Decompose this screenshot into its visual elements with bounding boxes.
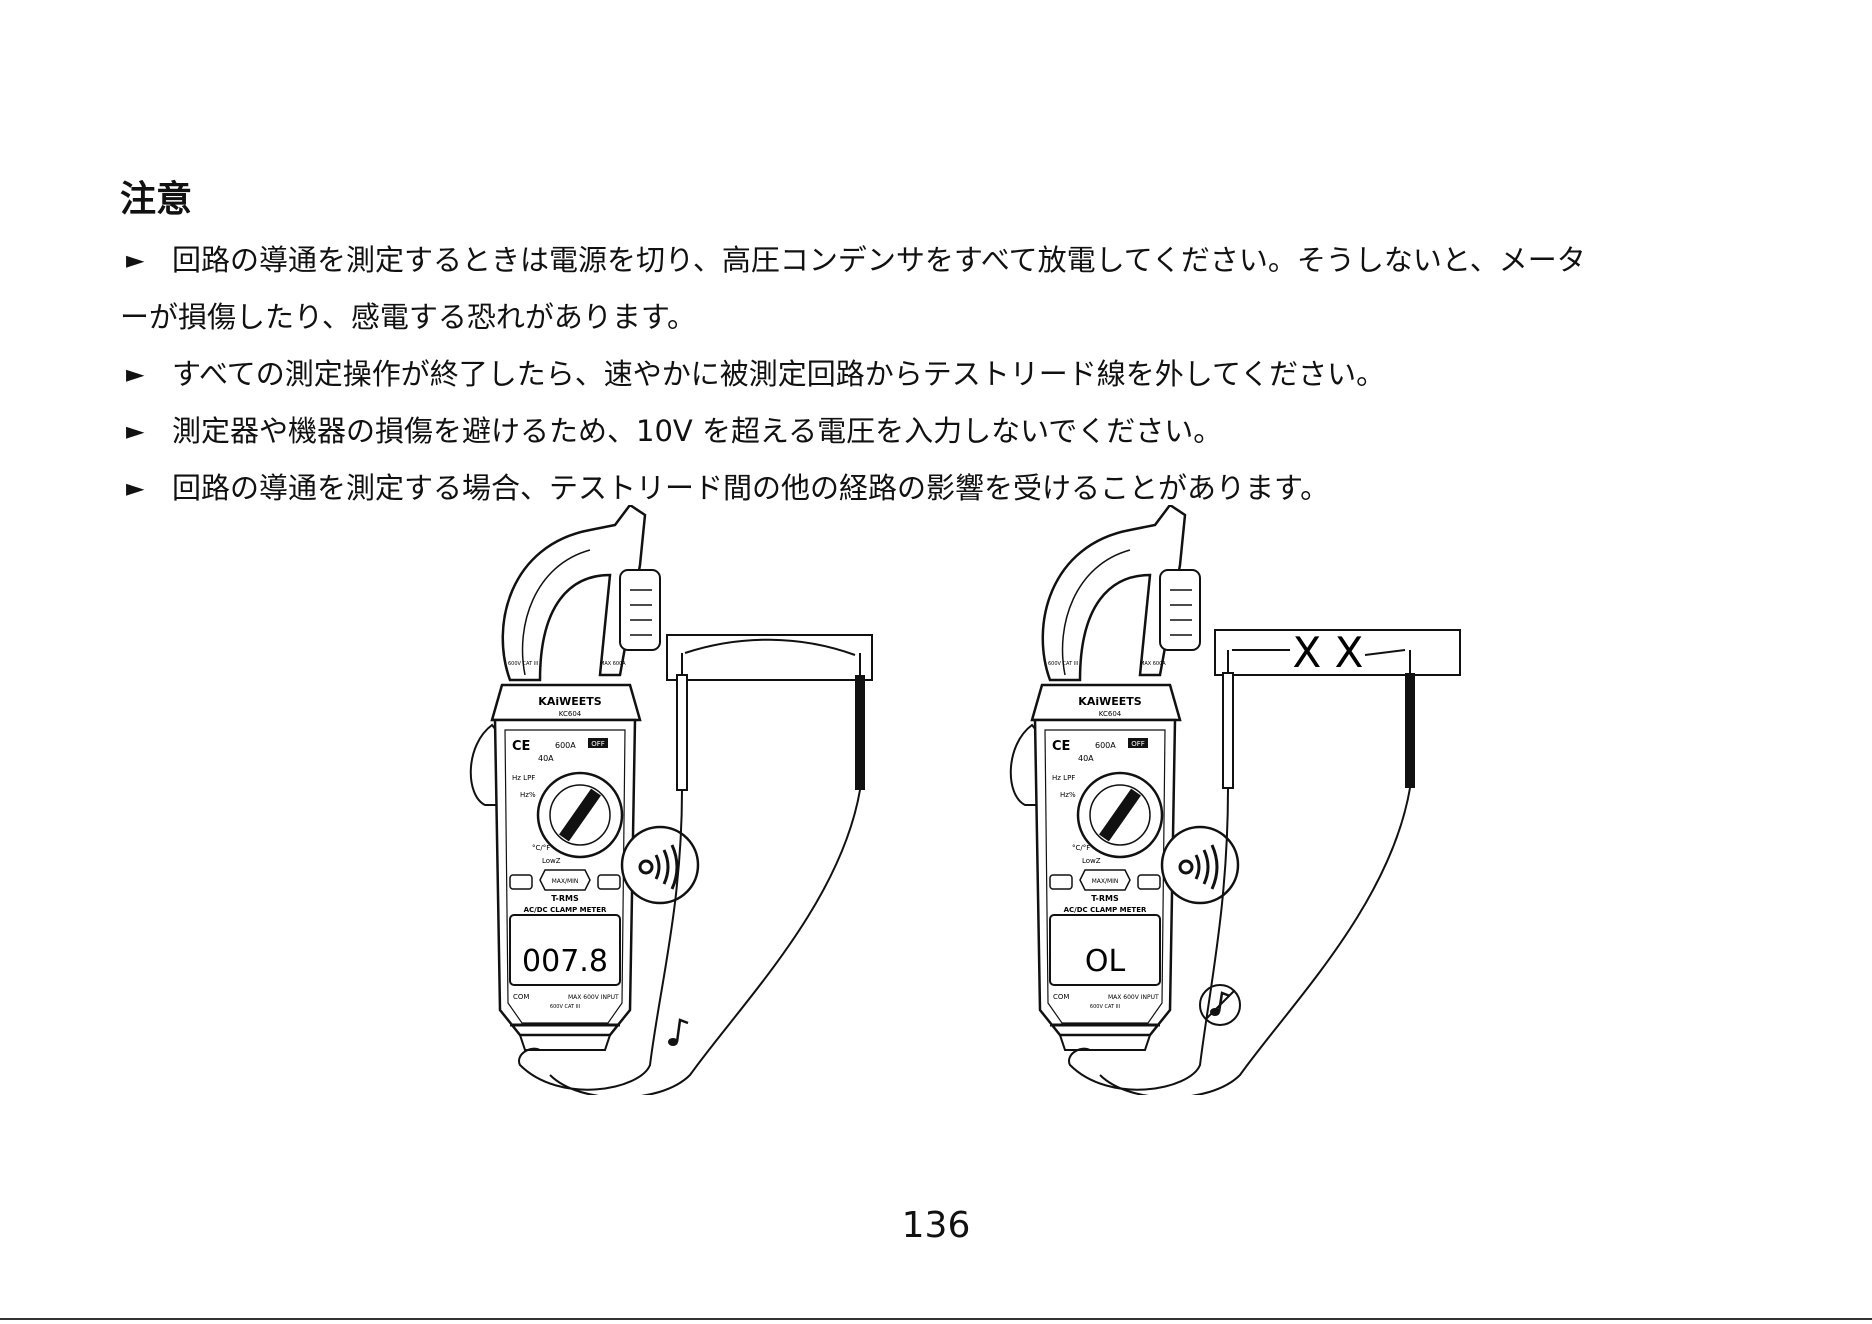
- beep-sound-icon: [638, 859, 654, 875]
- input-jack-label: MAX 600V INPUT: [568, 994, 619, 1001]
- off-label: OFF: [591, 740, 605, 748]
- ce-mark: CE: [512, 739, 530, 754]
- hz-percent-label: Hz%: [520, 791, 536, 799]
- warning-cat-label: 600V CAT III: [1048, 661, 1078, 667]
- warning-max-label: MAX 600A: [1140, 661, 1166, 667]
- cat-rating-label: 600V CAT III: [1090, 1004, 1120, 1010]
- music-note-icon: [668, 1018, 689, 1046]
- temperature-label: °C/°F: [532, 844, 550, 852]
- lcd-reading: 007.8: [522, 944, 608, 979]
- cat-rating-label: 600V CAT III: [550, 1004, 580, 1010]
- circuit-left: [518, 634, 873, 1095]
- bullet-marker-icon: ►: [126, 246, 145, 274]
- lcd-reading: OL: [1085, 944, 1126, 979]
- lowz-label: LowZ: [1082, 857, 1101, 865]
- hz-percent-label: Hz%: [1060, 791, 1076, 799]
- continuity-test-illustration: KAiWEETS KC604 CE 600A 40A OFF Hz LPF Hz…: [469, 505, 1461, 1095]
- caution-list: ► 回路の導通を測定するときは電源を切り、高圧コンデンサをすべて放電してください…: [120, 232, 1770, 517]
- bottom-rule: [0, 1318, 1872, 1320]
- warning-max-label: MAX 600A: [600, 661, 626, 667]
- meter-title-label: AC/DC CLAMP METER: [524, 906, 607, 914]
- bullet-text-1-continuation: ーが損傷したり、感電する恐れがあります。: [120, 300, 696, 334]
- break-marks: X X: [1293, 628, 1364, 677]
- input-jack-label: MAX 600V INPUT: [1108, 994, 1159, 1001]
- clamp-meter-left: KAiWEETS KC604 CE 600A 40A OFF Hz LPF Hz…: [469, 505, 700, 1052]
- maxmin-button-label: MAX/MIN: [552, 878, 579, 885]
- off-marker: [1128, 738, 1148, 748]
- bullet-text-2: すべての測定操作が終了したら、速やかに被測定回路からテストリード線を外してくださ…: [172, 357, 1386, 391]
- off-marker: [588, 738, 608, 748]
- ce-mark: CE: [1052, 739, 1070, 754]
- maxmin-button-label: MAX/MIN: [1092, 878, 1119, 885]
- caution-heading: 注意: [120, 179, 193, 220]
- bullet-item-2: ► すべての測定操作が終了したら、速やかに被測定回路からテストリード線を外してく…: [120, 346, 1770, 403]
- bullet-marker-icon: ►: [126, 474, 145, 502]
- bullet-item-4: ► 回路の導通を測定する場合、テストリード間の他の経路の影響を受けることがありま…: [120, 460, 1770, 517]
- range-600a-label: 600A: [1095, 741, 1116, 750]
- bullet-marker-icon: ►: [126, 417, 145, 445]
- com-jack-label: COM: [1053, 993, 1069, 1001]
- bullet-text-3: 測定器や機器の損傷を避けるため、10V を超える電圧を入力しないでください。: [172, 414, 1223, 448]
- beep-sound-icon: [1178, 859, 1194, 875]
- bullet-item-3: ► 測定器や機器の損傷を避けるため、10V を超える電圧を入力しないでください。: [120, 403, 1770, 460]
- brand-label: KAiWEETS: [1078, 695, 1141, 708]
- warning-cat-label: 600V CAT III: [508, 661, 538, 667]
- bullet-text-1: 回路の導通を測定するときは電源を切り、高圧コンデンサをすべて放電してください。そ…: [172, 243, 1586, 277]
- broken-wire: [1214, 629, 1461, 676]
- circuit-right: X X: [1068, 628, 1461, 1095]
- range-40a-label: 40A: [538, 754, 554, 763]
- clamp-meter-right: KAiWEETS KC604 CE 600A 40A OFF Hz LPF Hz…: [1009, 505, 1241, 1052]
- lowz-label: LowZ: [542, 857, 561, 865]
- hz-lpf-label: Hz LPF: [1052, 774, 1075, 782]
- temperature-label: °C/°F: [1072, 844, 1090, 852]
- page-number: 136: [901, 1205, 971, 1246]
- bullet-marker-icon: ►: [126, 360, 145, 388]
- trms-label: T-RMS: [551, 894, 579, 903]
- off-label: OFF: [1131, 740, 1145, 748]
- test-probe-black: [855, 653, 865, 790]
- hz-lpf-label: Hz LPF: [512, 774, 535, 782]
- test-probe-black: [1405, 650, 1415, 788]
- model-label: KC604: [1099, 710, 1122, 718]
- bullet-item-1: ► 回路の導通を測定するときは電源を切り、高圧コンデンサをすべて放電してください…: [120, 232, 1770, 346]
- com-jack-label: COM: [513, 993, 529, 1001]
- brand-label: KAiWEETS: [538, 695, 601, 708]
- range-40a-label: 40A: [1078, 754, 1094, 763]
- bullet-text-4: 回路の導通を測定する場合、テストリード間の他の経路の影響を受けることがあります。: [172, 471, 1330, 505]
- range-600a-label: 600A: [555, 741, 576, 750]
- meter-title-label: AC/DC CLAMP METER: [1064, 906, 1147, 914]
- trms-label: T-RMS: [1091, 894, 1119, 903]
- model-label: KC604: [559, 710, 582, 718]
- continuous-wire: [666, 634, 873, 681]
